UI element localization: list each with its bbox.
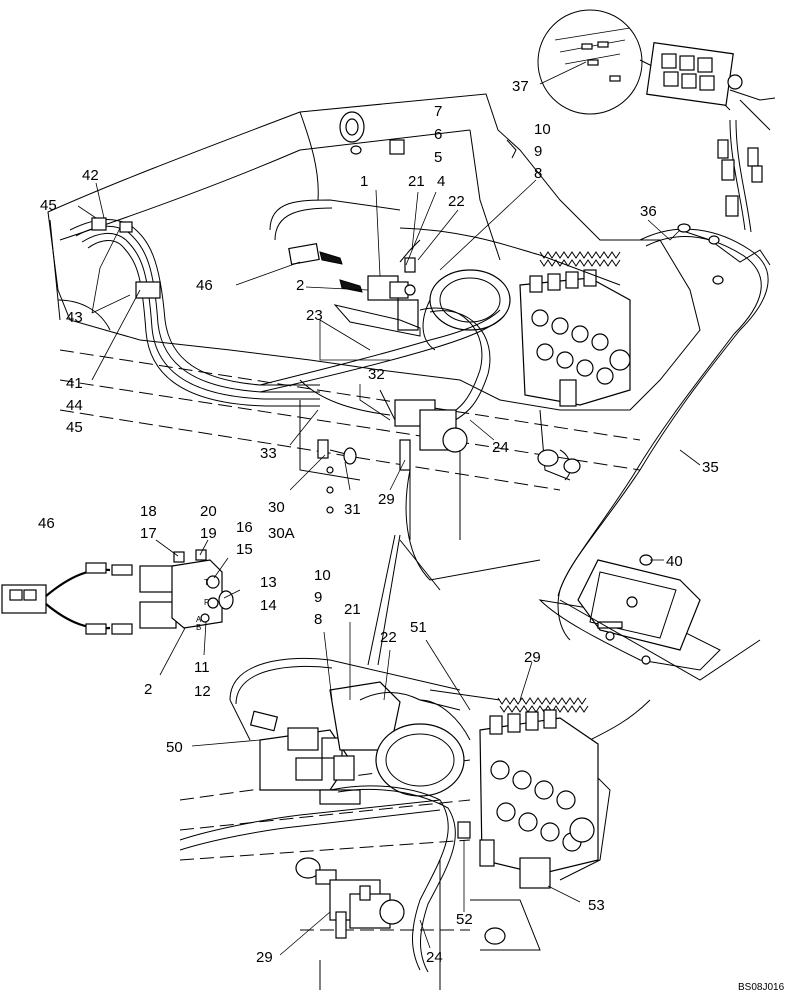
callout-37: 37 — [512, 78, 529, 95]
callout-15: 15 — [236, 541, 253, 558]
callout-32: 32 — [368, 366, 385, 383]
callout-29c: 29 — [256, 949, 273, 966]
port-label-b: B — [196, 623, 201, 632]
callout-52: 52 — [456, 911, 473, 928]
callout-8b: 8 — [314, 611, 322, 628]
callout-45: 45 — [40, 197, 57, 214]
callouts-valve: 46 18 17 20 19 16 15 13 14 2 11 12 T P A… — [38, 503, 277, 700]
callouts-top: 42 45 43 41 44 45 46 1 2 23 21 4 22 7 6 … — [40, 78, 719, 542]
callout-44: 44 — [66, 397, 83, 414]
callout-46: 46 — [196, 277, 213, 294]
port-label-t: T — [204, 578, 209, 587]
callout-7: 7 — [434, 103, 442, 120]
callout-12: 12 — [194, 683, 211, 700]
port-label-a: A — [196, 615, 202, 624]
callout-20: 20 — [200, 503, 217, 520]
callout-30: 30 — [268, 499, 285, 516]
view-connectors — [367, 534, 441, 666]
callout-45b: 45 — [66, 419, 83, 436]
callout-29b: 29 — [524, 649, 541, 666]
callout-53: 53 — [588, 897, 605, 914]
callout-2b: 2 — [144, 681, 152, 698]
callout-4: 4 — [437, 173, 445, 190]
callout-19: 19 — [200, 525, 217, 542]
valve-detail — [1, 549, 234, 635]
callout-33: 33 — [260, 445, 277, 462]
callout-2: 2 — [296, 277, 304, 294]
callout-21: 21 — [408, 173, 425, 190]
callout-5: 5 — [434, 149, 442, 166]
callout-40: 40 — [666, 553, 683, 570]
top-valve-bank — [519, 269, 631, 407]
callout-1: 1 — [360, 173, 368, 190]
bottom-valve-assembly — [229, 657, 465, 805]
callout-16: 16 — [236, 519, 253, 536]
callouts-bottom: 10 9 8 21 22 51 29 40 50 52 53 24 29 — [166, 553, 683, 966]
callout-10: 10 — [534, 121, 551, 138]
callout-22b: 22 — [380, 629, 397, 646]
switch-cluster-37 — [537, 9, 776, 217]
callout-22: 22 — [448, 193, 465, 210]
top-pump-group — [299, 399, 468, 540]
callout-35: 35 — [702, 459, 719, 476]
top-hoses — [259, 307, 505, 425]
callout-18: 18 — [140, 503, 157, 520]
callout-6: 6 — [434, 126, 442, 143]
leader-lines — [77, 61, 701, 956]
callout-8: 8 — [534, 165, 542, 182]
callout-29: 29 — [378, 491, 395, 508]
callout-23: 23 — [306, 307, 323, 324]
callout-30a: 30A — [268, 525, 295, 542]
callout-14: 14 — [260, 597, 277, 614]
callout-43: 43 — [66, 309, 83, 326]
left-hose-bundle — [49, 217, 320, 407]
drawing-reference: BS08J016 — [738, 982, 785, 993]
callout-36: 36 — [640, 203, 657, 220]
top-valve-assembly — [269, 199, 511, 351]
callout-9: 9 — [534, 143, 542, 160]
callout-17: 17 — [140, 525, 157, 542]
callout-21b: 21 — [344, 601, 361, 618]
callout-13: 13 — [260, 574, 277, 591]
bottom-pump-group — [295, 857, 405, 939]
bottom-valve-bank — [457, 709, 599, 889]
top-frame-outline — [47, 93, 701, 581]
console-box-40 — [538, 554, 761, 681]
callout-46b: 46 — [38, 515, 55, 532]
callout-31: 31 — [344, 501, 361, 518]
callout-24: 24 — [492, 439, 509, 456]
hose-35-console — [557, 119, 771, 641]
port-label-p: P — [204, 598, 209, 607]
top-coil-hose — [399, 227, 621, 286]
callout-9b: 9 — [314, 589, 322, 606]
callout-51: 51 — [410, 619, 427, 636]
callout-11: 11 — [194, 659, 210, 676]
callout-10b: 10 — [314, 567, 331, 584]
callout-50: 50 — [166, 739, 183, 756]
callout-41: 41 — [66, 375, 83, 392]
callout-24b: 24 — [426, 949, 443, 966]
callout-42: 42 — [82, 167, 99, 184]
